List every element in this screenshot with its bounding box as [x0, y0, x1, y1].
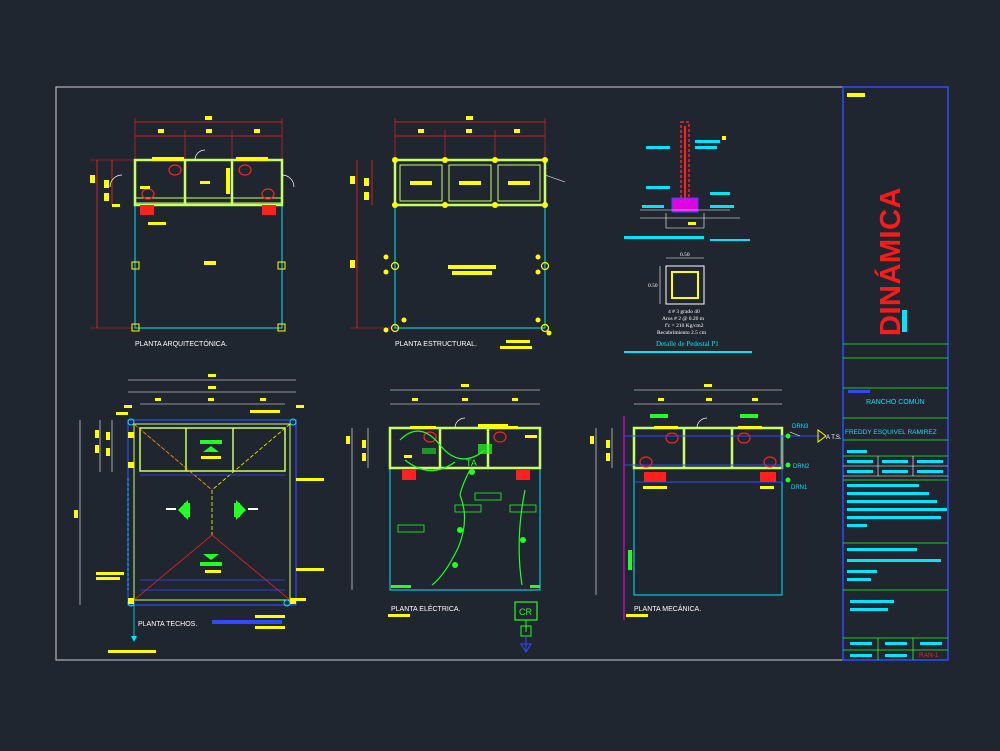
- pedestal-dim-top: 0.50: [680, 252, 690, 258]
- planta-estructural: [350, 116, 566, 349]
- mecanica-tag-drn2: DRN2: [793, 464, 810, 470]
- detalle-pedestal-seccion: [659, 257, 705, 305]
- pedestal-note-2: Aros # 2 @ 0.20 m: [662, 316, 705, 322]
- title-block-author: FREDDY ESQUIVEL RAMIREZ: [845, 429, 937, 436]
- planta-techos: [74, 374, 324, 653]
- label-planta-arquitectonica: PLANTA ARQUITECTÓNICA.: [135, 339, 227, 348]
- mecanica-arrow-label: A T.S.: [826, 435, 842, 441]
- pedestal-note-3: f'c = 210 Kg/cm2: [665, 322, 704, 329]
- planta-arquitectonica: [90, 116, 295, 332]
- planta-electrica: [346, 384, 542, 653]
- detalle-pedestal-elevacion: [624, 121, 750, 241]
- pedestal-dim-side: 0.50: [648, 283, 658, 289]
- pedestal-note-1: 4 # 3 grado 40: [668, 309, 700, 315]
- electrica-cr-label: CR: [519, 607, 532, 617]
- title-block-logo: DINÁMICA: [873, 187, 907, 336]
- mecanica-tag-drn3: DRN3: [792, 424, 809, 430]
- electrica-panel-tag: TA: [466, 458, 477, 468]
- label-planta-techos: PLANTA TECHOS.: [138, 621, 197, 628]
- label-planta-mecanica: PLANTA MECÁNICA.: [634, 604, 701, 613]
- planta-mecanica: [590, 384, 827, 620]
- pedestal-note-4: Recubrimiento 2.5 cm: [657, 330, 707, 336]
- mecanica-tag-drn1: DRN1: [791, 485, 808, 491]
- drawing-frame: [55, 86, 949, 661]
- label-planta-estructural: PLANTA ESTRUCTURAL.: [395, 341, 477, 348]
- title-block: [842, 86, 949, 661]
- title-block-project: RANCHO COMÚN: [866, 397, 925, 406]
- pedestal-title: Detalle de Pedestal P1: [656, 340, 719, 348]
- label-planta-electrica: PLANTA ELÉCTRICA.: [391, 604, 461, 613]
- title-block-sheet: RAN-1: [919, 652, 939, 659]
